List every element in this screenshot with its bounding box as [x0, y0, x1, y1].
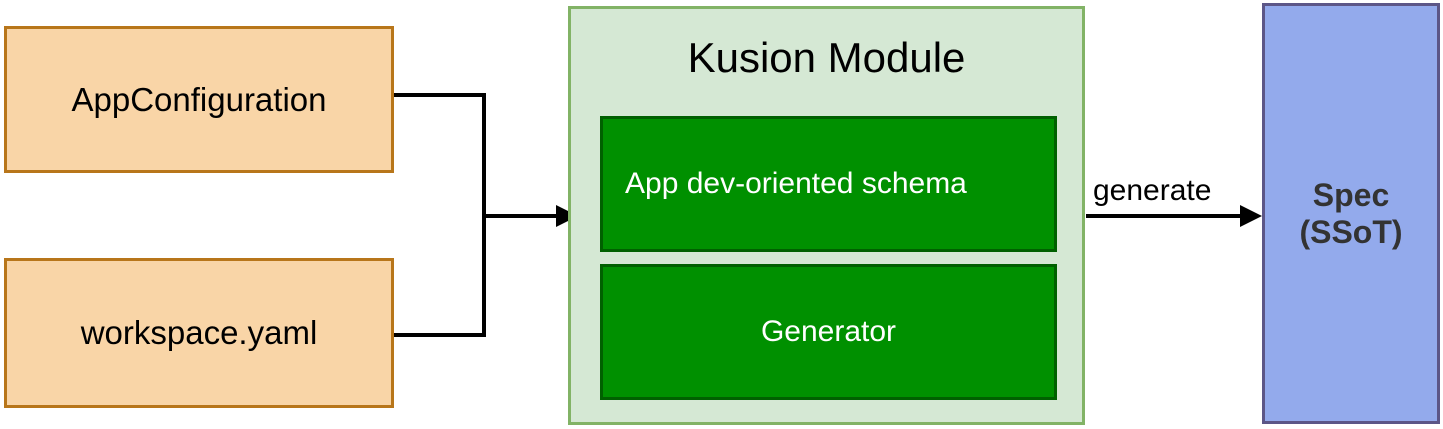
node-workspace-yaml[interactable]: workspace.yaml — [4, 258, 394, 408]
node-spec-label-line1: Spec — [1312, 176, 1390, 213]
edge-workspace-horizontal — [394, 333, 486, 337]
node-app-dev-oriented-schema-label: App dev-oriented schema — [625, 166, 967, 200]
edge-module-to-spec — [1086, 214, 1242, 218]
node-spec-label-line2: (SSoT) — [1299, 213, 1403, 250]
node-appconfiguration[interactable]: AppConfiguration — [4, 26, 394, 173]
node-generator[interactable]: Generator — [600, 264, 1057, 400]
node-kusion-module-title: Kusion Module — [687, 34, 966, 81]
node-workspace-yaml-label: workspace.yaml — [80, 314, 318, 352]
node-generator-label: Generator — [760, 314, 897, 348]
node-kusion-module[interactable]: Kusion Module App dev-oriented schema Ge… — [568, 6, 1085, 425]
arrowhead-icon-to-spec — [1240, 205, 1262, 227]
edge-inputs-to-module — [482, 214, 558, 218]
node-appconfiguration-label: AppConfiguration — [71, 80, 327, 118]
node-spec-ssot[interactable]: Spec (SSoT) — [1262, 3, 1440, 424]
node-app-dev-oriented-schema[interactable]: App dev-oriented schema — [600, 116, 1057, 252]
edge-appconfiguration-horizontal — [394, 93, 486, 97]
edge-label-generate: generate — [1093, 174, 1212, 207]
